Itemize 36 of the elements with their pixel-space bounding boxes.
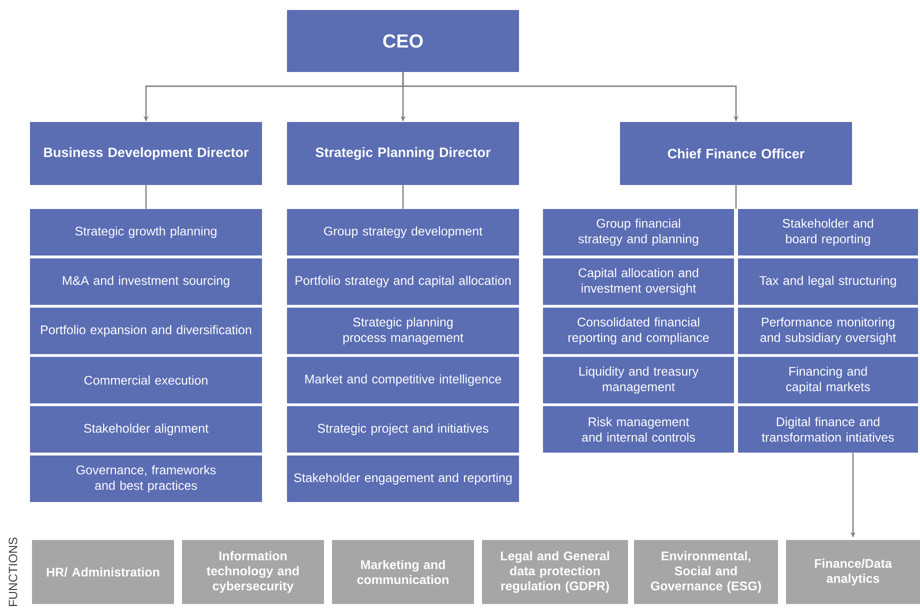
- responsibility-box: Portfolio strategy and capital allocation: [287, 258, 519, 305]
- function-box: Environmental, Social and Governance (ESG): [634, 540, 778, 604]
- connector: [145, 185, 147, 209]
- responsibility-box: Tax and legal structuring: [738, 258, 918, 305]
- responsibility-box: Stakeholder engagement and reporting: [287, 456, 519, 502]
- function-box: Marketing and communication: [332, 540, 474, 604]
- role-box: Strategic Planning Director: [287, 122, 519, 185]
- responsibility-box: Digital finance and transformation intiatives: [738, 406, 918, 453]
- responsibility-box: Governance, frameworks and best practices: [30, 456, 262, 502]
- role-box: Chief Finance Officer: [620, 122, 852, 185]
- connector: [402, 185, 404, 209]
- responsibility-box: Commercial execution: [30, 356, 262, 404]
- responsibility-box: Portfolio expansion and diversification: [30, 308, 262, 354]
- responsibility-box: Performance monitoring and subsidiary oversight: [738, 308, 918, 354]
- role-box: Business Development Director: [30, 122, 262, 185]
- responsibility-box: Group financial strategy and planning: [543, 208, 734, 256]
- responsibility-box: Stakeholder alignment: [30, 406, 262, 453]
- responsibility-box: Market and competitive intelligence: [287, 356, 519, 404]
- responsibility-box: Stakeholder and board reporting: [738, 208, 918, 256]
- function-box: HR/ Administration: [32, 540, 174, 604]
- responsibility-box: Liquidity and treasury management: [543, 356, 734, 404]
- responsibility-box: M&A and investment sourcing: [30, 258, 262, 305]
- responsibility-box: Strategic growth planning: [30, 208, 262, 256]
- function-box: Information technology and cybersecurity: [182, 540, 324, 604]
- function-box: Finance/Data analytics: [786, 540, 920, 604]
- responsibility-box: Financing and capital markets: [738, 356, 918, 404]
- connector: [735, 185, 737, 209]
- responsibility-box: Strategic project and initiatives: [287, 406, 519, 453]
- responsibility-box: Strategic planning process management: [287, 308, 519, 354]
- responsibility-box: Group strategy development: [287, 208, 519, 256]
- responsibility-box: Consolidated financial reporting and compliance: [543, 308, 734, 354]
- responsibility-box: Capital allocation and investment oversight: [543, 258, 734, 305]
- responsibility-box: Risk management and internal controls: [543, 406, 734, 453]
- section-label: FUNCTIONS: [8, 538, 18, 606]
- ceo-box: CEO: [287, 10, 519, 72]
- function-box: Legal and General data protection regulation (GDPR): [482, 540, 628, 604]
